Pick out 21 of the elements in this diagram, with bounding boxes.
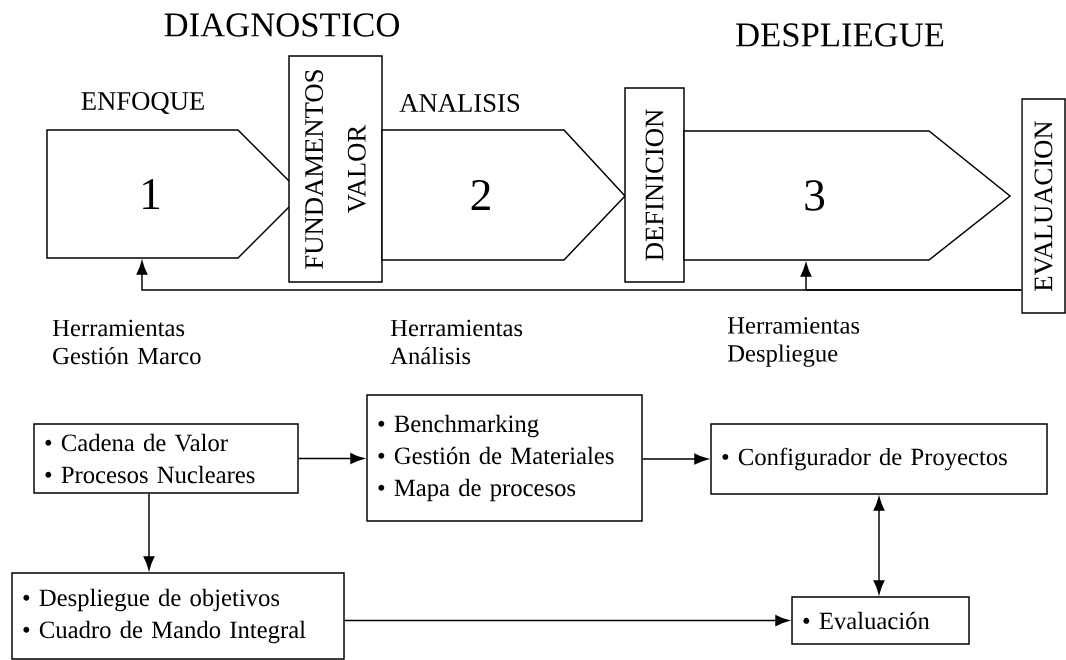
arrow (136, 261, 1022, 291)
tool-label: Herramientas Análisis (390, 319, 523, 365)
arrow (873, 497, 885, 594)
text-box: • Cadena de Valor • Procesos Nucleares (33, 423, 299, 494)
heading: DIAGNOSTICO (164, 13, 399, 37)
node-label: ANALISIS (399, 94, 520, 112)
text-box: • Benchmarking • Gestión de Materiales • Mapa de procesos (366, 394, 643, 522)
heading: DESPLIEGUE (736, 23, 944, 47)
vertical-label-box: FUNDAMENTOS VALOR (288, 55, 383, 283)
text-box: • Evaluación (791, 596, 970, 645)
arrow (642, 453, 708, 465)
tool-label: Herramientas Despliegue (727, 317, 860, 367)
text-box: • Configurador de Proyectos (710, 423, 1048, 495)
arrow (344, 615, 789, 626)
arrow (298, 453, 364, 464)
vertical-label-box: EVALUACION (1021, 98, 1066, 314)
text-box: • Despliegue de objetivos • Cuadro de Mando Integral (11, 572, 345, 660)
arrow (143, 493, 155, 570)
tool-label: Herramientas Gestión Marco (52, 319, 201, 365)
vertical-label-box: DEFINICION (624, 87, 685, 283)
node-label: ENFOQUE (81, 92, 204, 114)
